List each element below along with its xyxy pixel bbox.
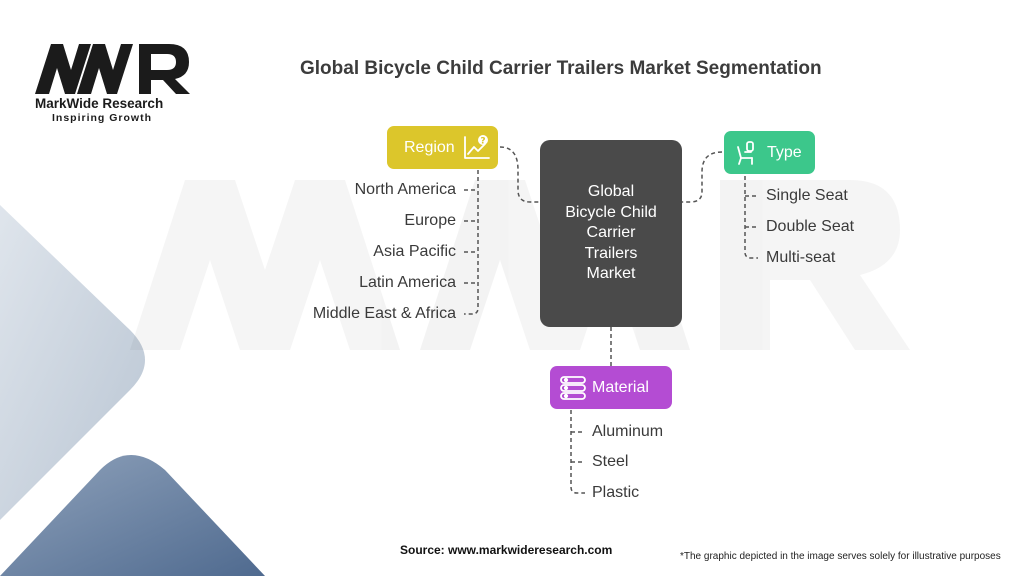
list-item-region: Asia Pacific — [373, 243, 456, 260]
list-item-material: Steel — [592, 453, 629, 470]
page-title: Global Bicycle Child Carrier Trailers Ma… — [300, 58, 822, 79]
logo-tagline: Inspiring Growth — [52, 112, 152, 124]
list-item-type: Multi-seat — [766, 249, 836, 266]
segment-label-region: Region — [404, 138, 455, 156]
logo-monogram — [35, 44, 190, 94]
list-item-region: Latin America — [359, 274, 456, 291]
source-credit: Source: www.markwideresearch.com — [400, 543, 613, 557]
material-stack-icon — [560, 375, 586, 400]
disclaimer-note: *The graphic depicted in the image serve… — [680, 551, 1001, 562]
region-item-list: North America Europe Asia Pacific Latin … — [250, 180, 456, 330]
deco-shape-dark — [0, 455, 265, 576]
segment-label-material: Material — [592, 378, 649, 396]
list-item-type: Double Seat — [766, 218, 855, 235]
deco-shape-light — [0, 205, 145, 520]
list-item-material: Aluminum — [592, 423, 664, 440]
segment-badge-material: Material — [550, 366, 672, 409]
list-item-material: Plastic — [592, 484, 640, 501]
svg-text:?: ? — [480, 136, 485, 146]
segment-badge-type: Type — [724, 131, 815, 174]
list-item-region: Europe — [404, 212, 456, 229]
logo-brand-name: MarkWide Research — [35, 96, 164, 111]
segment-badge-region: Region ? — [387, 126, 498, 169]
company-logo: MarkWide Research Inspiring Growth — [30, 40, 200, 130]
list-item-region: North America — [354, 181, 456, 198]
list-item-type: Single Seat — [766, 187, 848, 204]
list-item-region: Middle East & Africa — [312, 305, 456, 322]
chart-question-icon: ? — [463, 134, 490, 159]
segment-label-type: Type — [767, 143, 802, 161]
seat-icon — [737, 140, 754, 165]
center-node-market: Global Bicycle Child Carrier Trailers Ma… — [540, 140, 682, 327]
